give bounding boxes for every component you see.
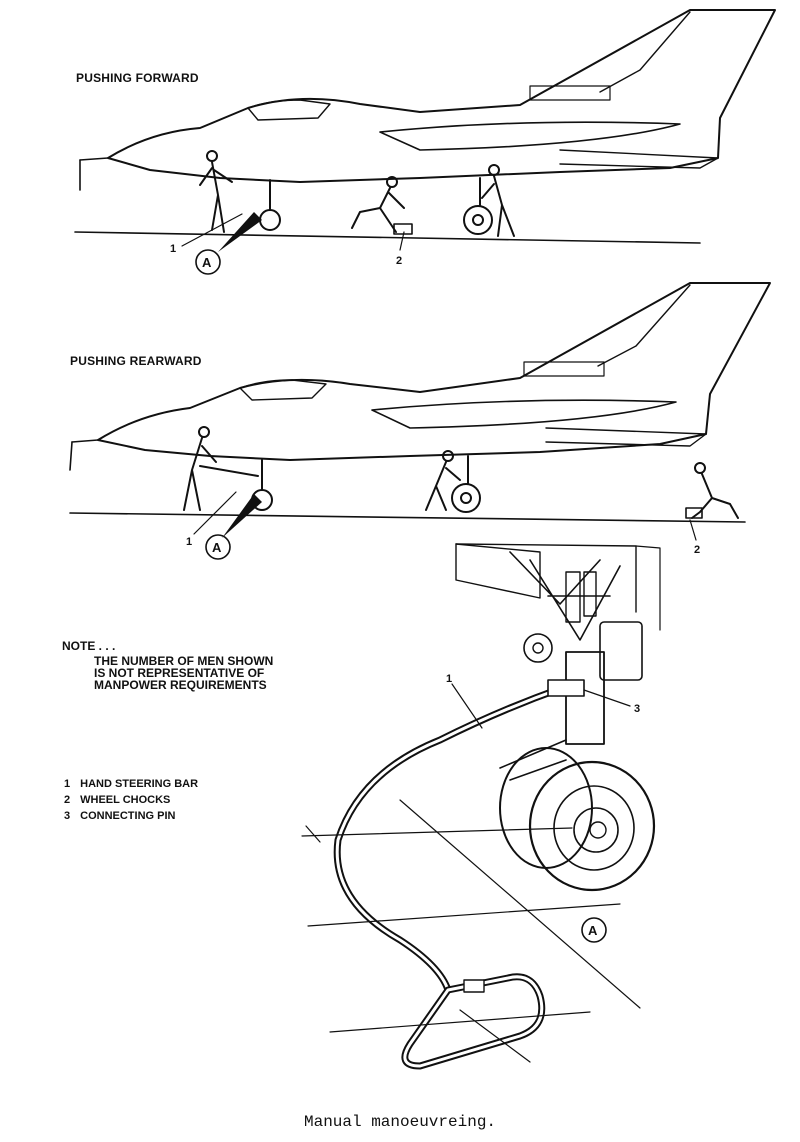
- hand-steering-bar: [333, 684, 566, 994]
- canopy: [247, 99, 331, 121]
- callout-2-leader: [399, 231, 405, 251]
- legend-item: 3 CONNECTING PIN: [64, 808, 198, 824]
- tailplane: [559, 149, 719, 169]
- callout-number-2: 2: [396, 255, 402, 267]
- legend-number: 2: [64, 794, 71, 806]
- figure-caption: Manual manoeuvreing.: [303, 1113, 497, 1131]
- legend-text: WHEEL CHOCKS: [80, 794, 171, 806]
- ground-crew-figure: [685, 462, 739, 519]
- detail-a-label: A: [202, 255, 212, 270]
- pitot-probe: [79, 157, 109, 161]
- main-wheel: [451, 483, 481, 513]
- note-line: IS NOT REPRESENTATIVE OF: [94, 666, 265, 680]
- gear-leg: [565, 651, 605, 745]
- callout-3-leader: [583, 689, 631, 707]
- callout-number-3: 3: [634, 703, 640, 715]
- canopy: [239, 379, 327, 401]
- note-heading: NOTE . . .: [62, 639, 116, 653]
- steering-actuator: [599, 621, 643, 681]
- fuselage: [107, 9, 776, 183]
- ground-line: [69, 512, 746, 523]
- legend-text: HAND STEERING BAR: [80, 778, 199, 790]
- legend-text: CONNECTING PIN: [80, 810, 176, 822]
- legend-number: 3: [64, 810, 71, 822]
- main-wheel: [463, 205, 493, 235]
- legend-item: 1 HAND STEERING BAR: [64, 776, 198, 792]
- legend: 1 HAND STEERING BAR 2 WHEEL CHOCKS 3 CON…: [64, 776, 198, 824]
- ground-crew-figure: [183, 426, 217, 511]
- tailplane: [545, 427, 707, 447]
- ground-crew-figure: [425, 450, 461, 511]
- hand-steering-bar: [199, 465, 259, 477]
- note-line: MANPOWER REQUIREMENTS: [94, 678, 267, 692]
- callout-number-1: 1: [170, 243, 176, 255]
- wheel-chock: [685, 507, 703, 519]
- detail-a-marker: [581, 917, 607, 943]
- ground-crew-figure: [351, 176, 413, 235]
- ground-grid-line: [307, 903, 621, 927]
- ground-grid-line: [399, 799, 641, 1009]
- wing: [371, 399, 677, 429]
- ground-line: [74, 231, 701, 244]
- detail-a-marker: [195, 249, 221, 275]
- nose-wheel-tyre: [528, 760, 656, 892]
- aircraft-forward: [74, 9, 776, 275]
- callout-1-leader: [451, 683, 483, 729]
- callout-1-leader: [193, 491, 237, 535]
- gear-strut-linkage: [509, 551, 621, 641]
- legend-number: 1: [64, 778, 71, 790]
- legend-item: 2 WHEEL CHOCKS: [64, 792, 198, 808]
- view-title-forward: PUSHING FORWARD: [76, 71, 199, 85]
- nose-wheel: [259, 209, 281, 231]
- note-line: THE NUMBER OF MEN SHOWN: [94, 654, 274, 668]
- callout-number-1: 1: [186, 536, 192, 548]
- callout-number-2: 2: [694, 544, 700, 556]
- callout-2-leader: [689, 519, 697, 541]
- wheel-hub: [573, 807, 619, 853]
- ground-crew-figure: [199, 150, 233, 233]
- view-title-rearward: PUSHING REARWARD: [70, 354, 202, 368]
- aircraft-rearward: [69, 282, 771, 560]
- connecting-pin: [547, 679, 585, 697]
- detail-a-label: A: [588, 923, 598, 938]
- detail-a-marker: [205, 534, 231, 560]
- ground-crew-figure: [481, 164, 515, 237]
- detail-a-view: [301, 543, 661, 1070]
- callout-number-1: 1: [446, 673, 452, 685]
- callout-1-leader: [181, 213, 243, 247]
- detail-a-label: A: [212, 540, 222, 555]
- wing: [379, 121, 681, 151]
- nose-wheel-tyre-rear: [499, 747, 593, 869]
- pitot-probe: [71, 439, 99, 443]
- ground-grid-line: [329, 1011, 591, 1033]
